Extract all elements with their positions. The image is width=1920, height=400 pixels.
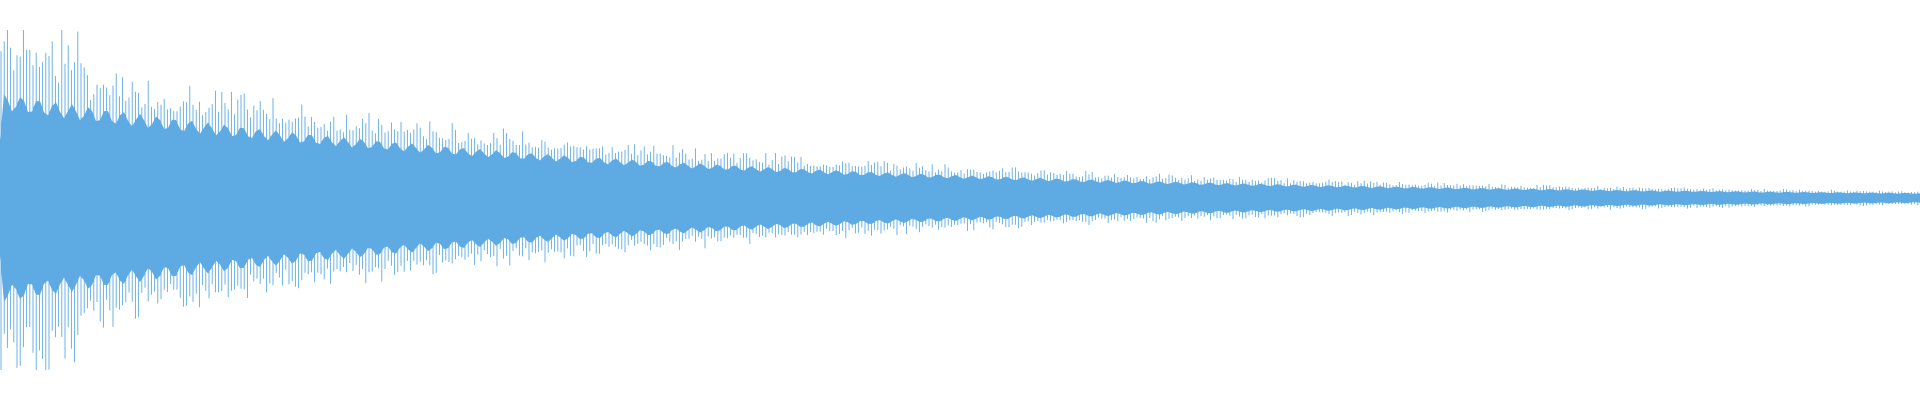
waveform-body: [0, 93, 1920, 303]
waveform-transients: [0, 30, 1919, 370]
